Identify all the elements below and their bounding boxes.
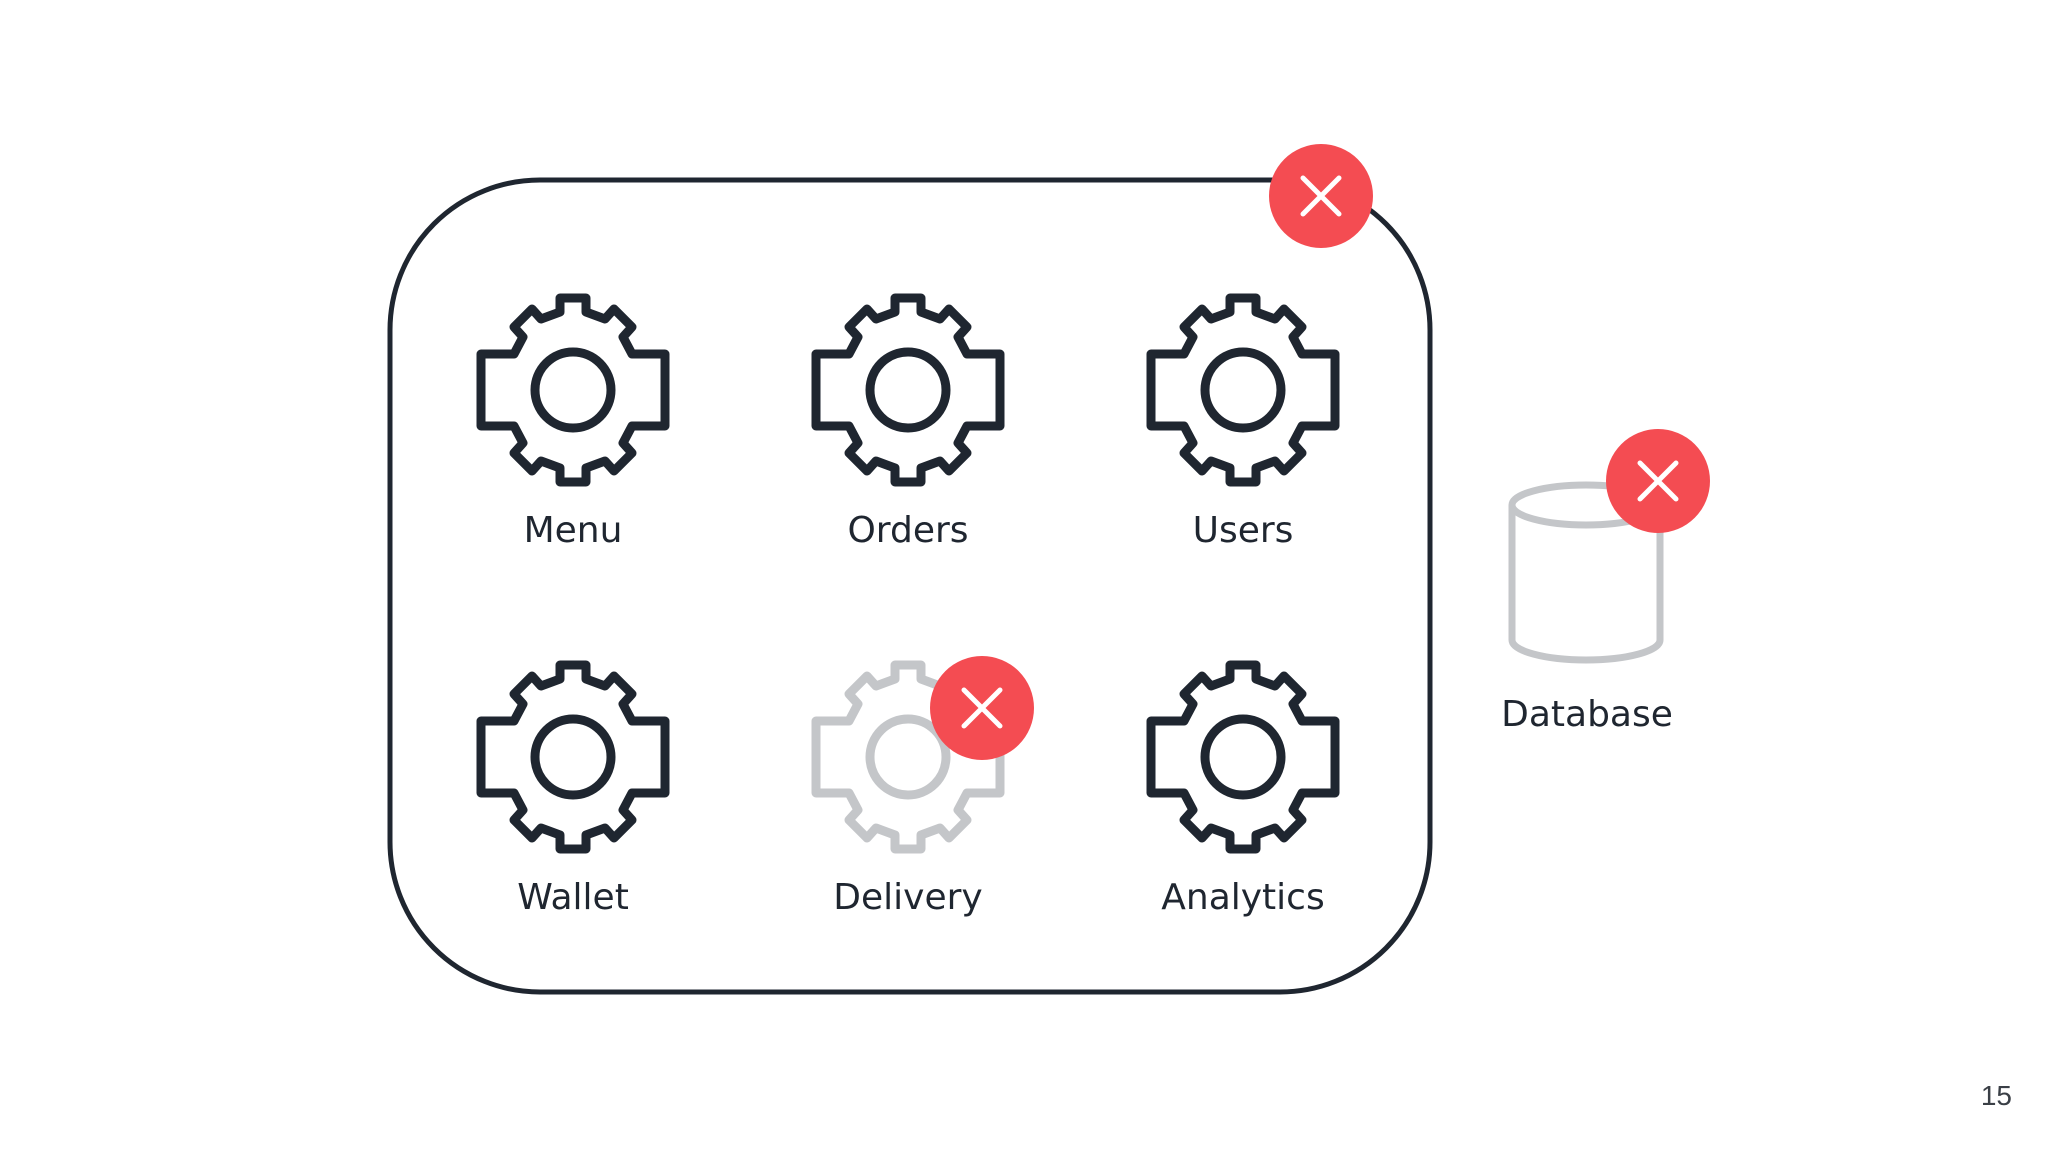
service-label-analytics: Analytics <box>1161 877 1325 918</box>
service-container <box>387 177 1433 995</box>
page-number: 15 <box>1980 1080 2012 1111</box>
database-label: Database <box>1501 694 1673 735</box>
service-label-delivery: Delivery <box>833 877 983 918</box>
service-label-users: Users <box>1192 510 1294 551</box>
gear-icon <box>816 298 1000 482</box>
database-error-badge <box>1606 429 1710 533</box>
gear-icon <box>1151 665 1335 849</box>
service-label-wallet: Wallet <box>517 877 629 918</box>
gear-icon <box>481 298 665 482</box>
service-label-menu: Menu <box>523 510 623 551</box>
gear-icon <box>1151 298 1335 482</box>
service-label-orders: Orders <box>847 510 969 551</box>
container-error-badge <box>1269 144 1373 248</box>
gear-icon <box>481 665 665 849</box>
delivery-error-badge <box>930 656 1034 760</box>
